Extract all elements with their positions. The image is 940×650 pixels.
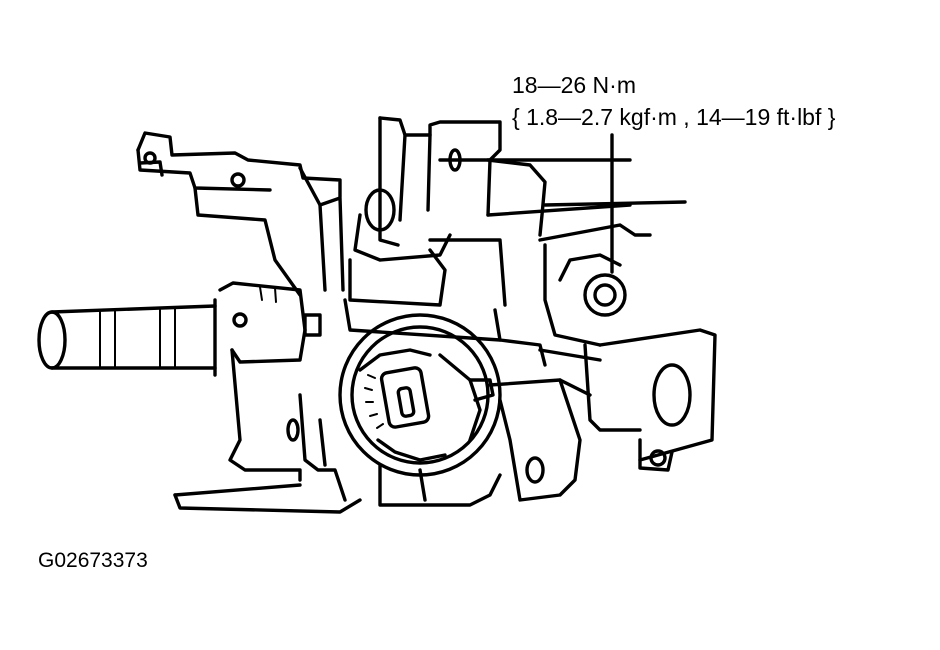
figure-id: G02673373 xyxy=(38,549,148,572)
upper-bracket xyxy=(136,131,345,297)
upper-clamp xyxy=(348,116,687,307)
right-housing xyxy=(538,223,717,472)
lower-block xyxy=(303,298,592,507)
left-shaft xyxy=(37,298,217,377)
torque-spec-metric: 18—26 N·m xyxy=(512,72,636,98)
torque-spec-imperial: { 1.8—2.7 kgf·m , 14—19 ft·lbf } xyxy=(512,104,836,130)
lower-bracket xyxy=(173,281,362,514)
